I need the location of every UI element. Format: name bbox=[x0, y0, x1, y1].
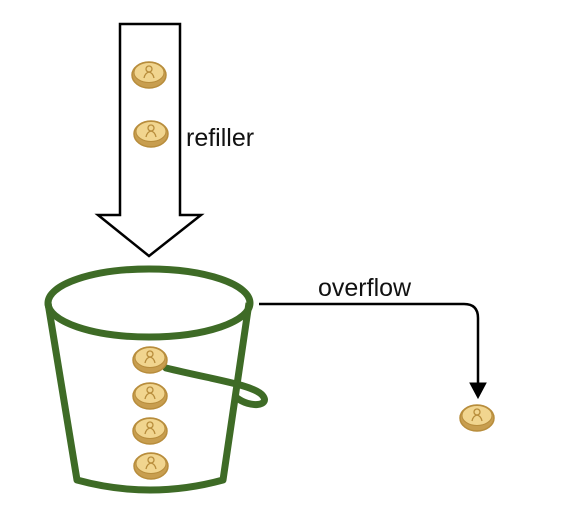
overflow-label: overflow bbox=[318, 274, 412, 302]
coin-icon bbox=[459, 404, 495, 432]
coin-icon bbox=[133, 452, 169, 480]
bucket-icon bbox=[44, 265, 268, 494]
bucket-body bbox=[44, 302, 253, 494]
overflow-arrow-icon bbox=[259, 302, 487, 400]
coin-icon bbox=[133, 120, 169, 148]
bucket-handle bbox=[162, 364, 268, 408]
coin-icon bbox=[131, 61, 167, 89]
bucket-rim bbox=[44, 265, 254, 341]
coin-icon bbox=[132, 382, 168, 410]
bucket-coins bbox=[132, 346, 169, 480]
refiller-label: refiller bbox=[186, 124, 254, 152]
coin-icon bbox=[132, 346, 168, 374]
coin-icon bbox=[132, 417, 168, 445]
